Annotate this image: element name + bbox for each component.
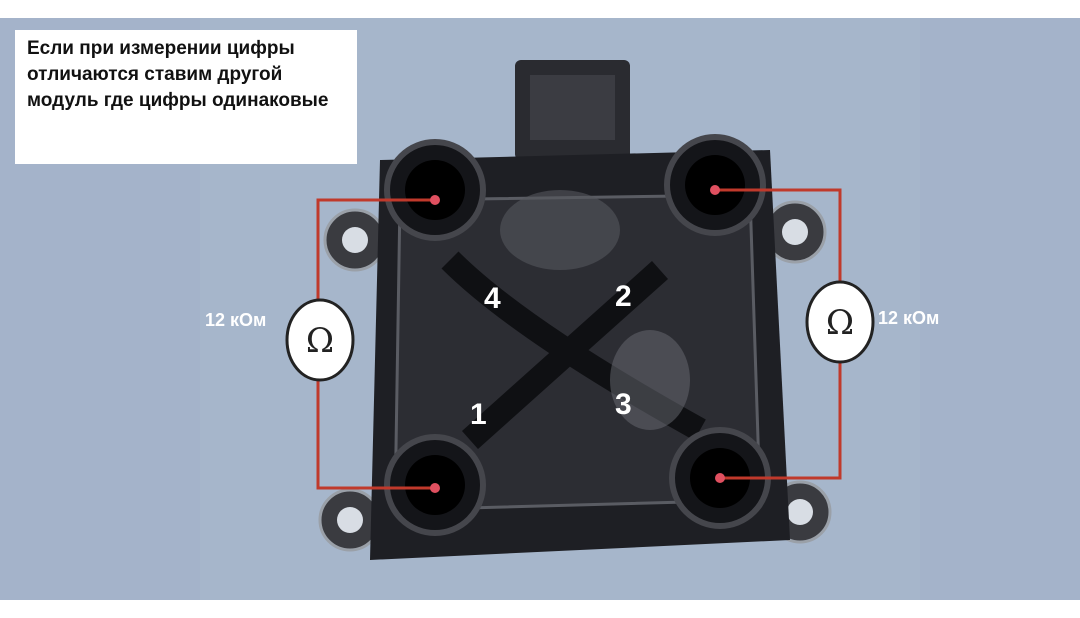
- terminal-number: 4: [484, 282, 501, 315]
- ohm-icon: Ω: [306, 321, 334, 361]
- caption-box: Если при измерении цифры отличаются став…: [15, 30, 357, 164]
- terminal-number: 3: [615, 388, 632, 421]
- right-resistance-label: 12 кОм: [878, 308, 940, 328]
- ohmmeter-right: [805, 280, 875, 364]
- ohm-icon: Ω: [826, 303, 854, 343]
- ohmmeter-left: [285, 298, 355, 382]
- terminal-number: 1: [470, 398, 487, 431]
- terminal-number: 2: [615, 280, 632, 313]
- left-resistance-label: 12 кОм: [205, 310, 267, 330]
